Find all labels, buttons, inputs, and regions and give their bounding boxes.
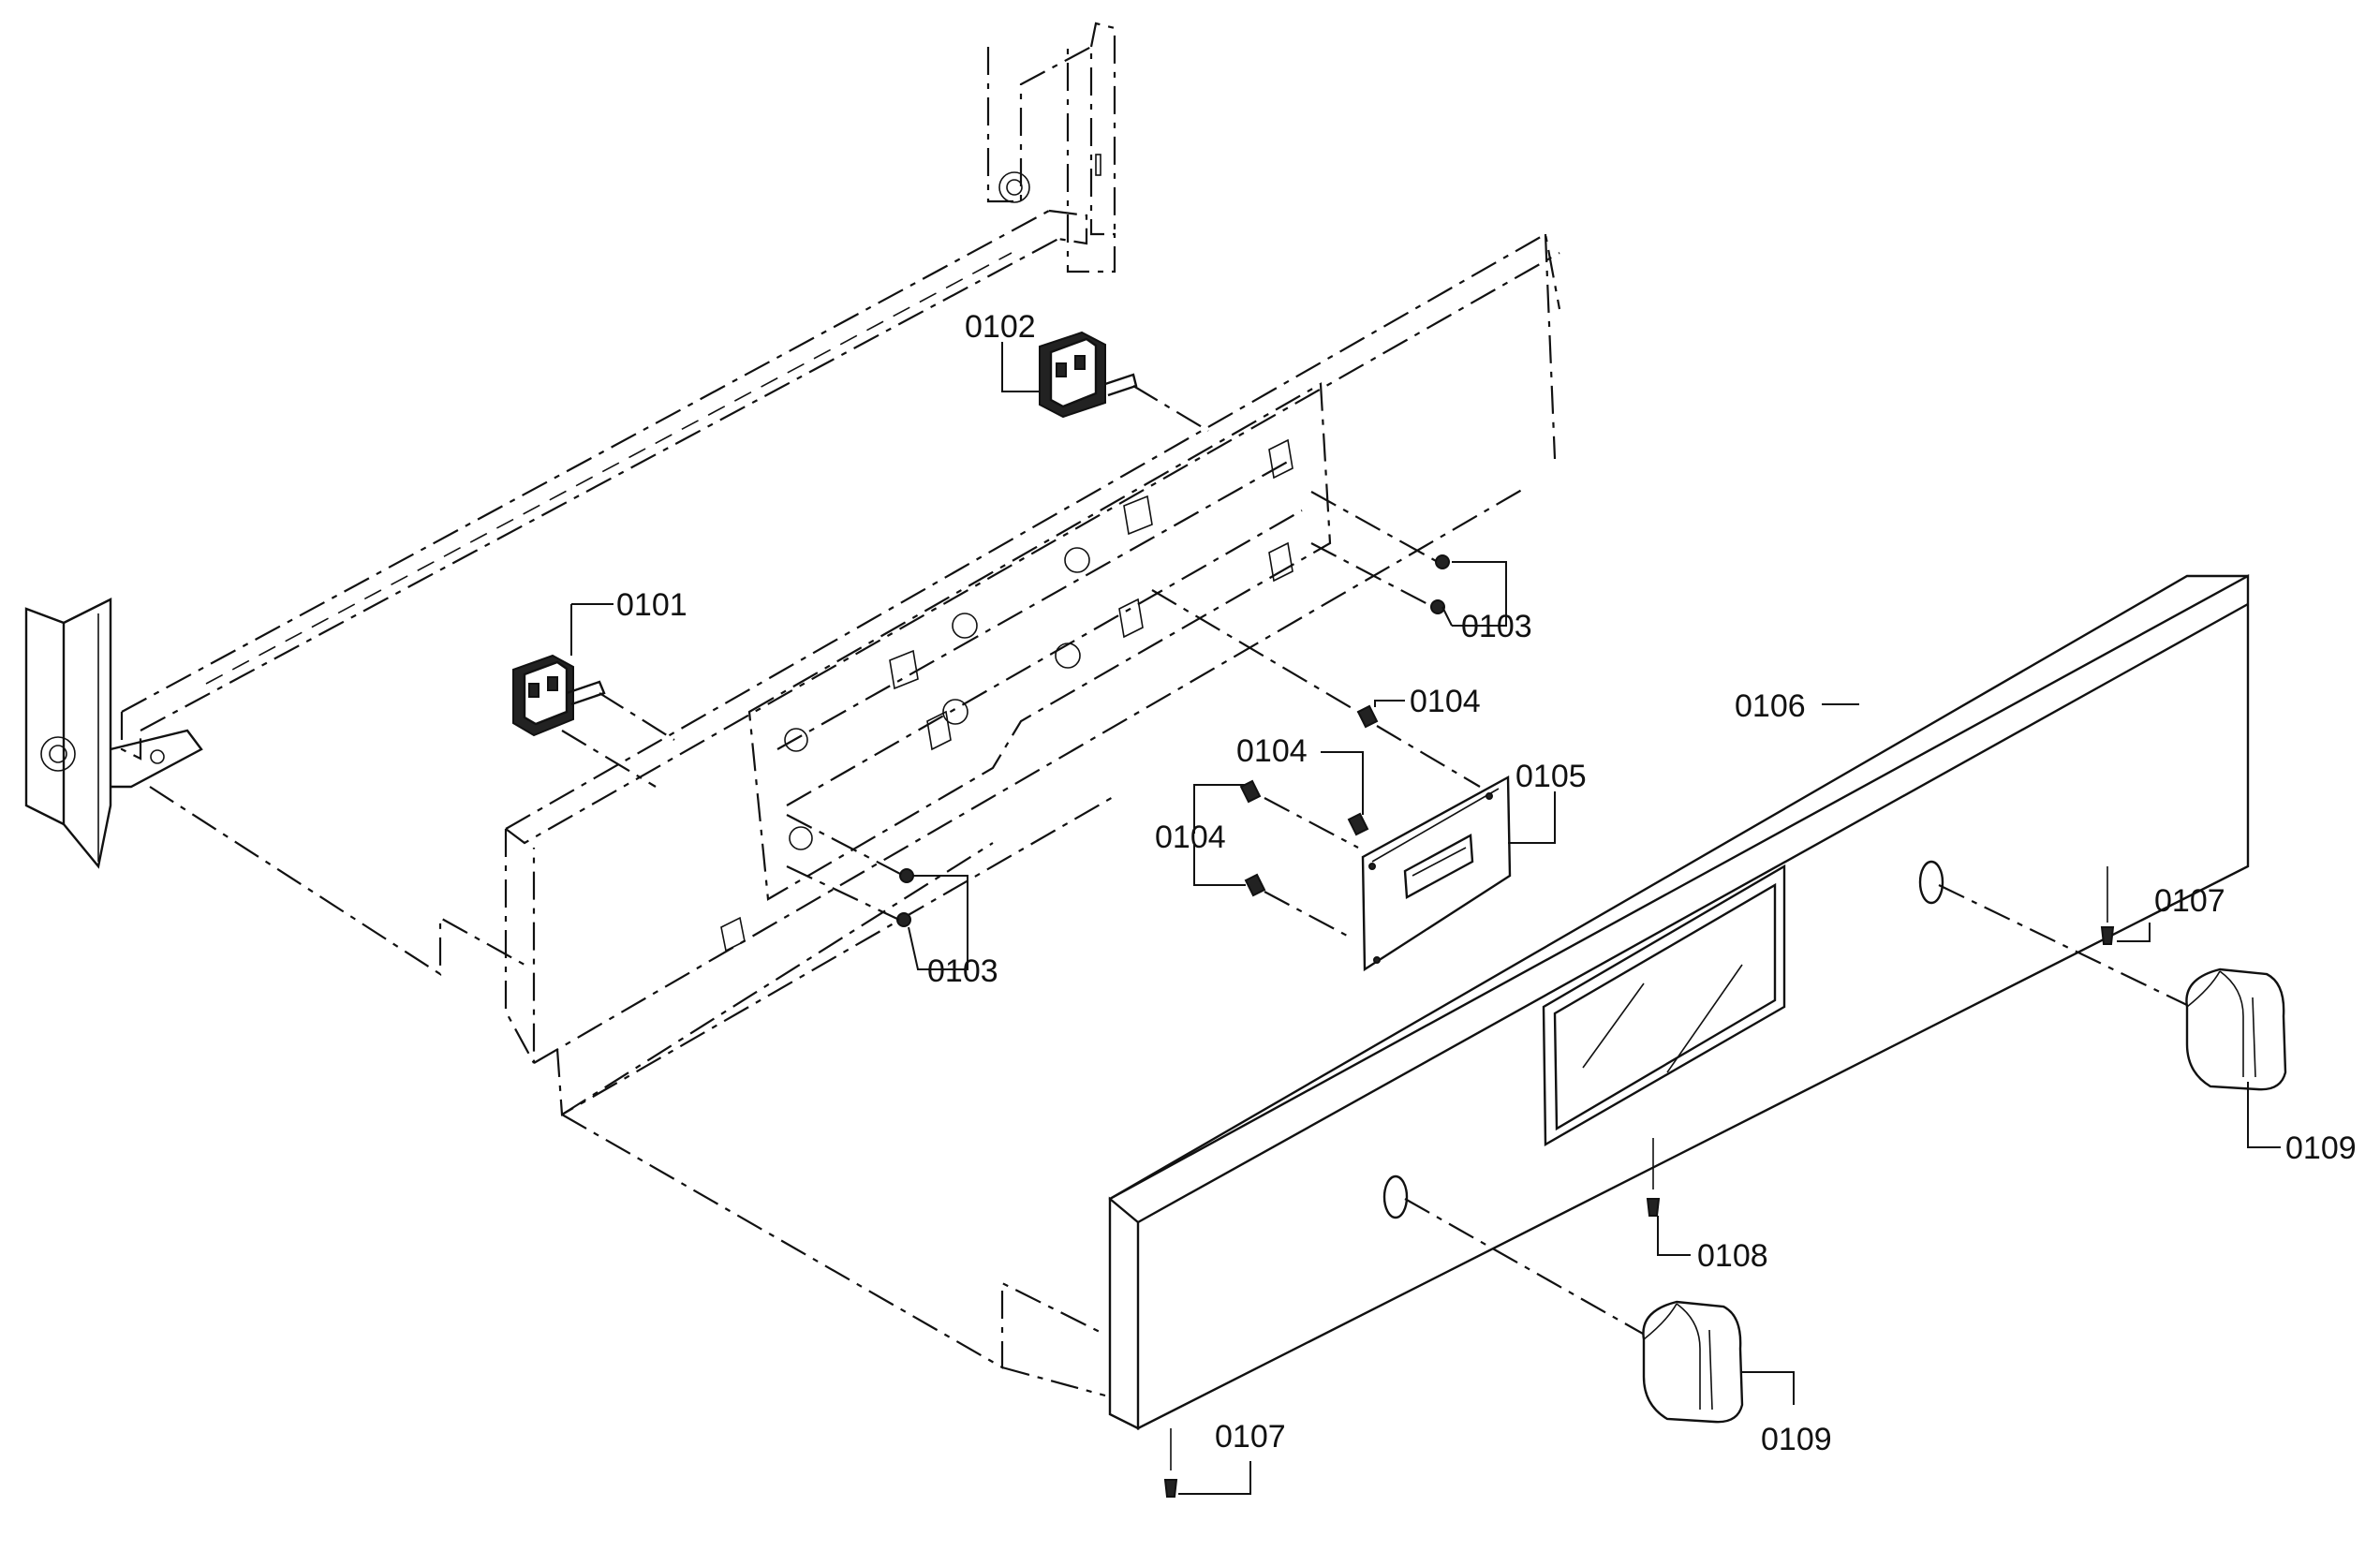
front-panel-0106 (1108, 573, 2250, 1430)
leader-lines (570, 342, 2281, 1495)
label-0103-lower: 0103 (927, 953, 998, 989)
label-0109-lower: 0109 (1761, 1422, 1832, 1457)
label-0104-middle: 0104 (1236, 733, 1308, 769)
label-0105: 0105 (1515, 759, 1587, 794)
label-0108: 0108 (1697, 1238, 1768, 1274)
label-0104-left: 0104 (1155, 820, 1226, 855)
label-0107-right: 0107 (2154, 883, 2225, 919)
knob-0109-upper (2185, 968, 2287, 1091)
part-labels: 0101 0102 0103 0103 0104 0104 0104 0105 … (616, 309, 2357, 1457)
rotary-switch-0101 (512, 654, 675, 788)
label-0107-bottom: 0107 (1215, 1419, 1286, 1455)
label-0102: 0102 (965, 309, 1036, 345)
rotary-switch-0102 (1039, 331, 1209, 432)
standoffs-0104 (1151, 589, 1481, 938)
knob-0109-lower (1642, 1300, 1744, 1424)
label-0104-upper: 0104 (1410, 684, 1481, 719)
panel-housing (504, 232, 1561, 1397)
label-0101: 0101 (616, 587, 687, 623)
screws-0107-0108 (1163, 866, 2115, 1498)
label-0109-upper: 0109 (2285, 1130, 2357, 1166)
control-board-0105 (1361, 775, 1512, 972)
label-0106: 0106 (1735, 688, 1806, 724)
screws-0103 (786, 491, 1450, 927)
label-0103-upper: 0103 (1461, 609, 1532, 644)
rear-frame (24, 22, 1116, 977)
